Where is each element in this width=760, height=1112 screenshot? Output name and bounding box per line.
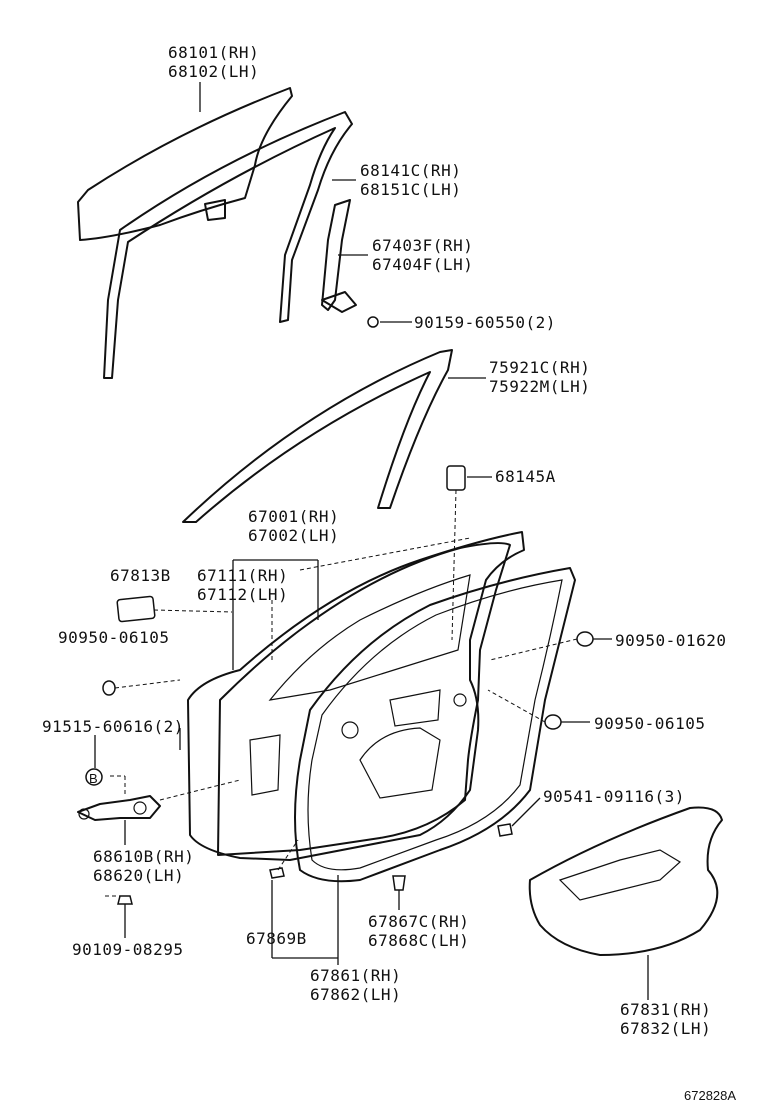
service-hole-cover [528, 806, 723, 956]
door-panel-inner-frame [217, 542, 511, 856]
callout-90541: 90541-09116(3) [543, 787, 685, 806]
callout-75921c: 75921C(RH) [489, 358, 591, 377]
callout-68141c: 68141C(RH) [360, 161, 462, 180]
glass-run-outer [103, 111, 353, 379]
plug-90950-01620 [576, 631, 594, 647]
hole-cover-67813b [116, 595, 156, 623]
inner-panel-holes [249, 689, 441, 799]
callout-67867c: 67867C(RH) [368, 912, 470, 931]
callout-75922m: 75922M(LH) [489, 377, 591, 396]
glass-channel-bracket [204, 199, 226, 221]
callout-90109: 90109-08295 [72, 940, 184, 959]
circle-b-label: B [89, 771, 98, 786]
callout-90159: 90159-60550(2) [414, 313, 556, 332]
callout-67832: 67832(LH) [620, 1019, 712, 1038]
screw-67869b [269, 867, 285, 879]
circle-b-marker [85, 768, 103, 786]
callout-67404f: 67404F(LH) [372, 255, 474, 274]
door-weatherstrip [294, 567, 576, 883]
callout-67403f: 67403F(RH) [372, 236, 474, 255]
plug-68145a [446, 465, 466, 491]
callout-68145a: 68145A [495, 467, 556, 486]
callout-67002: 67002(LH) [248, 526, 340, 545]
callout-90950-06105-left: 90950-06105 [58, 628, 170, 647]
callout-67869b: 67869B [246, 929, 307, 948]
bolt-90109 [117, 895, 133, 905]
callout-67001: 67001(RH) [248, 507, 340, 526]
door-window-opening [268, 574, 471, 701]
callout-68151c: 68151C(LH) [360, 180, 462, 199]
callout-67861: 67861(RH) [310, 966, 402, 985]
plug-90950-right [544, 714, 562, 730]
callout-90950-01620: 90950-01620 [615, 631, 727, 650]
figure-code: 672828A [684, 1088, 737, 1103]
callout-67868c: 67868C(LH) [368, 931, 470, 950]
callout-67831: 67831(RH) [620, 1000, 712, 1019]
callout-67111: 67111(RH) [197, 566, 289, 585]
frame-moulding [182, 349, 453, 523]
callout-68620: 68620(LH) [93, 866, 185, 885]
door-glass [77, 87, 293, 241]
callout-67862: 67862(LH) [310, 985, 402, 1004]
callout-90950-06105-right: 90950-06105 [594, 714, 706, 733]
screw-90159 [367, 316, 379, 328]
plug-90950-left [102, 680, 116, 696]
callout-67112: 67112(LH) [197, 585, 289, 604]
division-bar-bracket [321, 291, 357, 313]
clip-67867c [392, 875, 406, 891]
callout-68610b: 68610B(RH) [93, 847, 195, 866]
callout-91515: 91515-60616(2) [42, 717, 184, 736]
door-hinge [77, 795, 161, 821]
callout-67813b: 67813B [110, 566, 171, 585]
screw-90541 [497, 823, 513, 837]
callout-68102: 68102(LH) [168, 62, 260, 81]
callout-68101: 68101(RH) [168, 43, 260, 62]
